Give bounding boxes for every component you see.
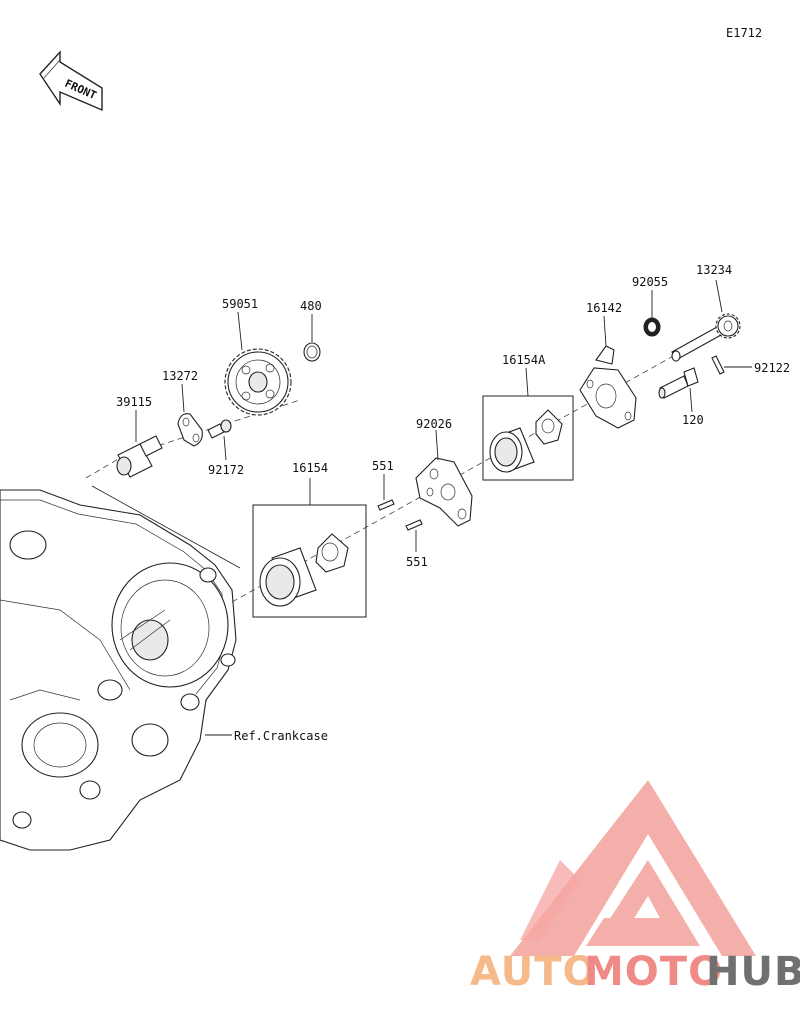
label-16154A: 16154A [502, 353, 546, 367]
part-13272[interactable] [177, 413, 203, 447]
label-13234: 13234 [696, 263, 732, 277]
part-551-bottom[interactable] [405, 519, 423, 531]
label-480: 480 [300, 299, 322, 313]
part-13234[interactable] [671, 313, 741, 362]
group-box-16154 [252, 504, 367, 618]
part-16154A[interactable] [489, 409, 563, 473]
part-92055[interactable] [643, 317, 661, 337]
automotohub-logo: AUTO MOTO HUB [470, 780, 800, 995]
label-16154: 16154 [292, 461, 328, 475]
label-551-bottom: 551 [406, 555, 428, 569]
logo-word-moto: MOTO [584, 949, 723, 995]
label-92026: 92026 [416, 417, 452, 431]
part-39115[interactable] [116, 435, 163, 478]
logo-word-hub: HUB [706, 949, 800, 995]
label-39115: 39115 [116, 395, 152, 409]
label-13272: 13272 [162, 369, 198, 383]
label-16142: 16142 [586, 301, 622, 315]
part-480[interactable] [303, 342, 321, 362]
diagram-code: E1712 [726, 26, 762, 40]
part-92026[interactable] [415, 457, 473, 527]
part-120[interactable] [658, 367, 699, 399]
label-92172: 92172 [208, 463, 244, 477]
label-120: 120 [682, 413, 704, 427]
label-92055: 92055 [632, 275, 668, 289]
part-92122[interactable] [711, 355, 725, 375]
logo-word-auto: AUTO [470, 949, 598, 995]
part-16142[interactable] [579, 345, 637, 429]
label-59051: 59051 [222, 297, 258, 311]
label-551-top: 551 [372, 459, 394, 473]
part-16154[interactable] [259, 533, 349, 607]
part-59051[interactable] [224, 348, 292, 416]
part-92172[interactable] [207, 419, 232, 439]
label-92122: 92122 [754, 361, 790, 375]
crankcase-outline [0, 489, 237, 851]
crankcase-reference-label: Ref.Crankcase [234, 729, 328, 743]
part-551-top[interactable] [377, 499, 395, 511]
front-arrow-icon: FRONT [39, 50, 103, 112]
